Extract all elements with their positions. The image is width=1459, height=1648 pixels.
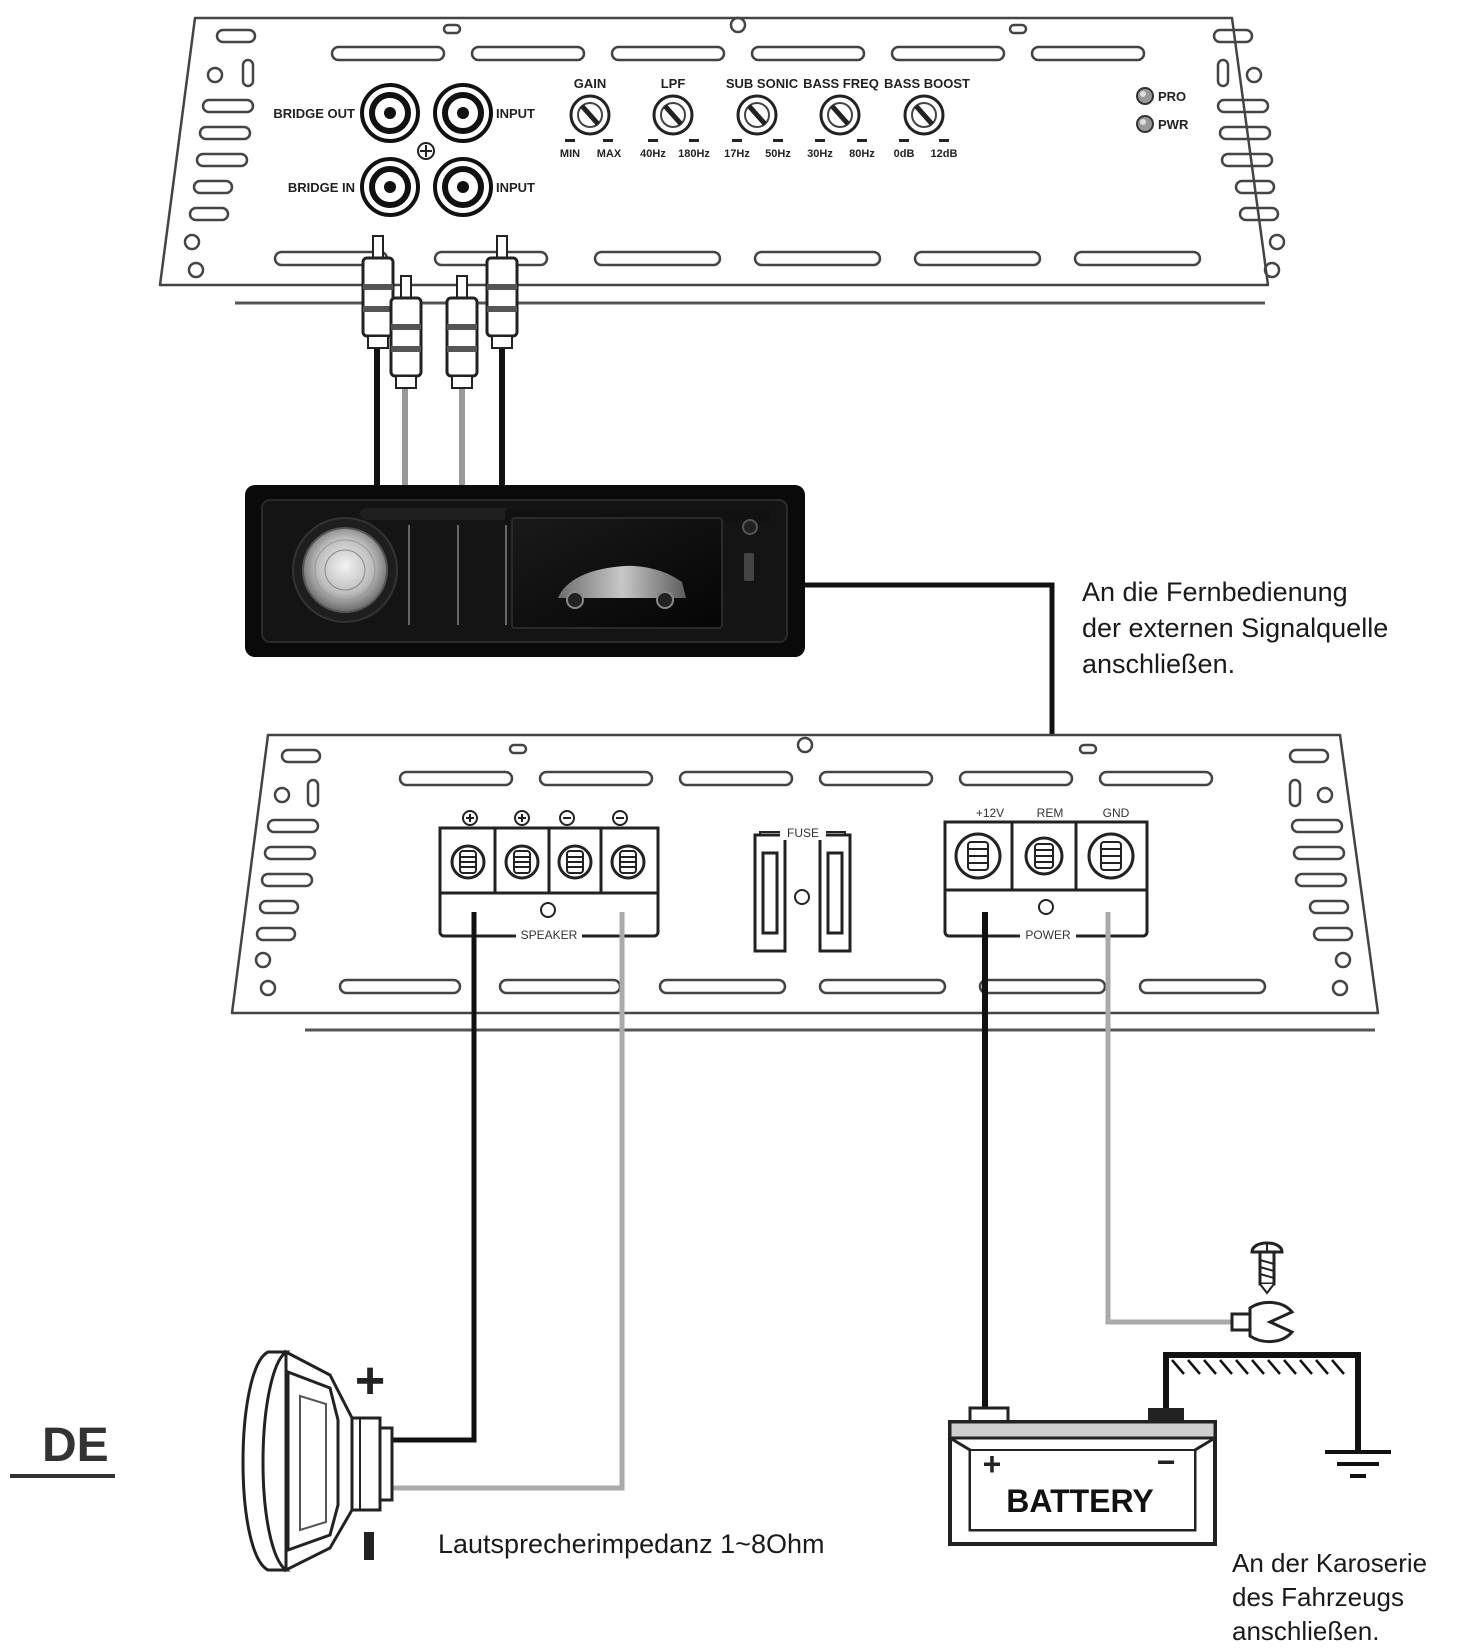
fuse-label: FUSE	[787, 826, 819, 840]
polarity-minus-icon	[612, 810, 628, 826]
gain-min-label: MIN	[560, 148, 580, 160]
speaker-minus-sign-icon	[364, 1532, 374, 1560]
display-screen	[511, 517, 723, 629]
ground-wire	[1105, 912, 1235, 1325]
car-battery: + − BATTERY	[948, 1406, 1217, 1546]
lpf-label: LPF	[661, 76, 686, 91]
speaker-terminal-block: SPEAKER	[438, 810, 660, 942]
lpf-max-label: 180Hz	[678, 148, 710, 160]
bass-boost-knob[interactable]	[903, 94, 945, 136]
polarity-plus-icon	[462, 810, 478, 826]
lpf-knob[interactable]	[652, 94, 694, 136]
volume-knob	[292, 517, 398, 623]
rca-plug-icon	[389, 275, 423, 389]
chassis-hatch-icon	[1171, 1359, 1345, 1375]
speaker-terminal-screw-icon	[557, 844, 593, 880]
rca-input-jack-2	[433, 157, 493, 217]
speaker-terminal-screw-icon	[504, 844, 540, 880]
rca-cables	[361, 235, 519, 485]
power-terminal-screw-icon	[954, 832, 1002, 880]
bass-boost-max-label: 12dB	[931, 148, 958, 160]
power-label: POWER	[1025, 928, 1071, 942]
pwr-label: PWR	[1158, 117, 1189, 132]
battery-label: BATTERY	[1006, 1483, 1154, 1519]
speaker-label: SPEAKER	[521, 928, 578, 942]
bass-boost-min-label: 0dB	[894, 148, 915, 160]
sub-sonic-knob[interactable]	[736, 94, 778, 136]
gnd-label: GND	[1103, 806, 1130, 820]
language-underline	[10, 1474, 115, 1478]
battery-plus-sign: +	[983, 1446, 1002, 1482]
bridge-symbol-icon	[417, 142, 435, 160]
rca-bridge-in-jack	[360, 157, 420, 217]
pro-label: PRO	[1158, 89, 1186, 104]
ring-terminal-icon	[1230, 1301, 1295, 1343]
input-label-1: INPUT	[496, 106, 535, 121]
bass-freq-knob[interactable]	[819, 94, 861, 136]
fuse-holder: FUSE	[753, 824, 852, 953]
bridge-in-label: BRIDGE IN	[288, 180, 355, 195]
screw-icon	[1250, 1241, 1284, 1295]
bridge-out-label: BRIDGE OUT	[273, 106, 355, 121]
polarity-plus-icon	[514, 810, 530, 826]
bass-freq-label: BASS FREQ	[803, 76, 879, 91]
rca-plug-icon	[361, 235, 395, 349]
bottom-amplifier-panel: SPEAKER FUSE	[230, 733, 1380, 1032]
rem-label: REM	[1037, 806, 1064, 820]
car-radio-head-unit	[245, 485, 805, 657]
subwoofer-speaker	[241, 1349, 394, 1573]
battery-minus-sign: −	[1157, 1444, 1176, 1480]
remote-connection-note: An die Fernbedienung der externen Signal…	[1082, 577, 1389, 679]
chassis-connection-note: An der Karoserie des Fahrzeugs anschließ…	[1232, 1548, 1428, 1646]
earth-ground-icon	[1325, 1450, 1391, 1478]
top-amplifier-panel: BRIDGE OUT INPUT BRIDGE IN INPUT	[158, 16, 1286, 305]
speaker-terminal-screw-icon	[610, 844, 646, 880]
rca-plug-icon	[485, 235, 519, 349]
speaker-negative-wire	[390, 912, 625, 1491]
power-terminal-screw-icon	[1024, 836, 1064, 876]
sub-sonic-min-label: 17Hz	[724, 148, 750, 160]
pro-led-icon	[1136, 87, 1154, 105]
input-label-2: INPUT	[496, 180, 535, 195]
pwr-led-icon	[1136, 115, 1154, 133]
gain-max-label: MAX	[597, 148, 622, 160]
polarity-minus-icon	[559, 810, 575, 826]
sub-sonic-max-label: 50Hz	[765, 148, 791, 160]
language-code: DE	[42, 1419, 109, 1472]
battery-negative-wire	[1163, 1352, 1361, 1450]
speaker-plus-sign: +	[355, 1352, 385, 1410]
bass-freq-max-label: 80Hz	[849, 148, 875, 160]
rca-bridge-out-jack	[360, 83, 420, 143]
gain-label: GAIN	[574, 76, 607, 91]
plus-12v-label: +12V	[976, 806, 1004, 820]
lpf-min-label: 40Hz	[640, 148, 666, 160]
bass-freq-min-label: 30Hz	[807, 148, 833, 160]
rca-plug-icon	[445, 275, 479, 389]
power-terminal-block: +12V REM GND POWER	[943, 806, 1149, 942]
speaker-terminal-screw-icon	[450, 844, 486, 880]
rca-input-jack-1	[433, 83, 493, 143]
gain-knob[interactable]	[569, 94, 611, 136]
bass-boost-label: BASS BOOST	[884, 76, 970, 91]
speaker-impedance-note: Lautsprecherimpedanz 1~8Ohm	[438, 1529, 825, 1559]
speaker-positive-wire	[390, 912, 477, 1443]
sub-sonic-label: SUB SONIC	[726, 76, 799, 91]
power-terminal-screw-icon	[1087, 832, 1135, 880]
